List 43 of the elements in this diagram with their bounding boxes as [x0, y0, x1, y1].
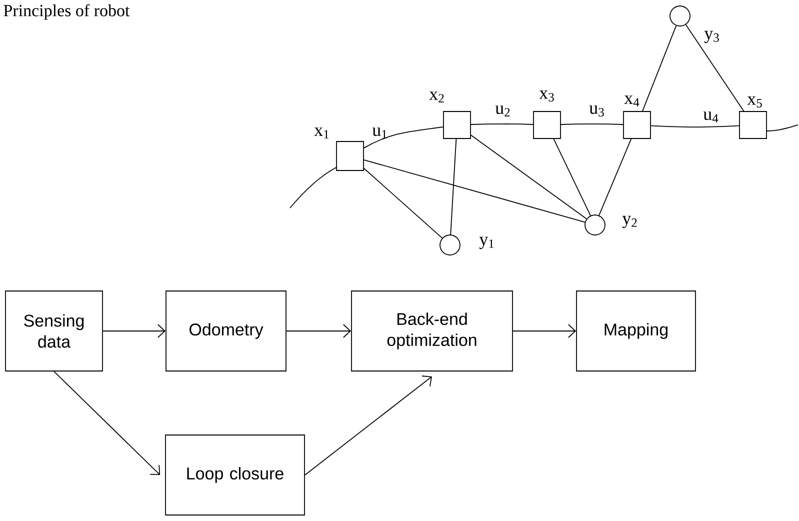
edge-label: u$_{2}$ [495, 106, 510, 116]
edge-label: u$_{3}$ [589, 106, 604, 116]
connector-line [470, 134, 587, 220]
arrow [286, 324, 352, 338]
arrow [512, 324, 576, 338]
process-box: Mapping [576, 290, 696, 372]
pose-square [533, 111, 561, 139]
title: Principles of robot [4, 4, 130, 20]
landmark-circle [670, 6, 690, 26]
node-label: x$_{5}$ [747, 96, 762, 108]
trajectory-curve [470, 123, 534, 125]
process-box: Odometry [166, 290, 286, 372]
connector-line [642, 25, 677, 112]
node-label: x$_{3}$ [539, 90, 554, 102]
connector-line [685, 24, 744, 112]
node-label: x$_{2}$ [429, 92, 444, 102]
connector-line [450, 138, 457, 235]
node-label: x$_{1}$ [314, 128, 329, 138]
arrow [102, 324, 166, 338]
landmark-circle [440, 234, 460, 256]
edge-label: u$_{4}$ [703, 112, 718, 122]
process-box: Loop closure [165, 434, 305, 516]
pose-square [739, 111, 767, 139]
trajectory-curve [364, 126, 444, 148]
process-box: Back-end optimization [351, 290, 513, 372]
connector-line [364, 168, 443, 238]
connector-line [598, 138, 632, 216]
process-box: Sensing data [5, 290, 103, 372]
pose-square [623, 111, 651, 139]
node-label: y$_{2}$ [622, 216, 637, 228]
pose-square [443, 111, 471, 139]
landmark-circle [584, 214, 606, 236]
arrow [304, 376, 432, 476]
node-label: y$_{1}$ [479, 236, 494, 250]
trajectory-curve [650, 125, 740, 128]
node-label: x$_{4}$ [624, 96, 640, 106]
trajectory-curve [560, 123, 624, 125]
connector-line [553, 138, 591, 216]
connector-line [364, 159, 586, 223]
node-label: y$_{3}$ [704, 30, 719, 44]
arrow [54, 371, 160, 475]
edge-label: u$_{1}$ [372, 128, 387, 138]
pose-square [336, 141, 364, 171]
